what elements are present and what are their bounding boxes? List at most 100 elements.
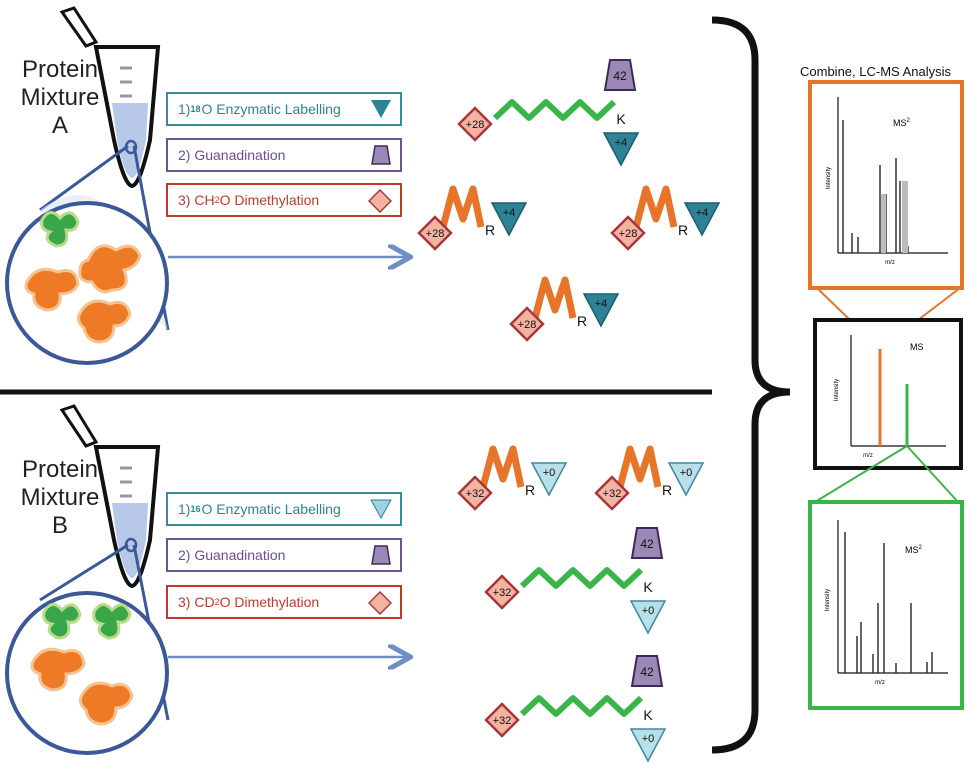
mixture-a-title: Protein Mixture A [10,56,110,140]
c-term-mass-label: +0 [543,467,556,479]
light-teal-triangle-icon [370,499,392,520]
c-term-mass-label: +4 [595,298,608,310]
tube-b-icon [59,404,161,589]
ms2-bottom-panel: Intensity m/z MS2 [808,500,964,710]
step-a3-sub: 2 [214,195,220,205]
ms2-bottom-label: MS2 [905,545,923,555]
n-term-mass-label: +32 [466,488,485,500]
salmon-diamond-icon [368,591,392,615]
c-term-triangle-icon [667,462,705,497]
ms2-top-panel: Intensity m/z MS2 [808,80,964,290]
c-term-mass-label: +0 [642,733,655,745]
n-term-diamond-icon [594,475,630,511]
r-peptide-chain [439,185,485,228]
tube-a-icon [59,6,161,189]
analysis-title: Combine, LC-MS Analysis [800,64,951,79]
ms-label: MS [910,342,924,352]
c-term-mass-label: +4 [503,207,516,219]
arginine-residue-label: R [577,313,587,329]
step-b-guanadination: 2) Guanadination [166,538,402,572]
n-term-mass-label: +32 [493,715,512,727]
c-term-mass-label: +0 [642,605,655,617]
c-term-triangle-icon [629,600,667,635]
step-a2-text: 2) Guanadination [178,147,286,163]
step-b3-post: O Dimethylation [219,594,320,610]
r-peptide: +28 R +4 [509,276,620,342]
arginine-residue-label: R [485,222,495,238]
combine-brace [711,16,791,754]
step-a-guanadination: 2) Guanadination [166,138,402,172]
step-a1-prefix: 1) [178,101,191,117]
n-term-mass-label: +28 [466,119,485,131]
n-term-mass-label: +28 [518,319,537,331]
c-term-triangle-icon [629,728,667,763]
r-peptide: +32 R +0 [457,445,568,511]
teal-triangle-icon [371,100,391,118]
mixture-b-title-line3: B [51,512,68,539]
ms2-top-label: MS2 [893,118,911,128]
mixture-a-title-line3: A [51,112,68,139]
ms2-bottom-xlabel: m/z [875,680,885,686]
k-peptide-chain [492,99,617,121]
c-term-mass-label: +4 [696,207,709,219]
step-a1-text: O Enzymatic Labelling [201,101,341,117]
c-term-triangle-icon [490,202,528,237]
n-term-diamond-icon [484,702,520,738]
c-term-triangle-icon [683,202,721,237]
k-peptide-chain [519,695,644,717]
r-peptide-chain [632,185,678,228]
ms-ylabel: Intensity [834,379,840,401]
n-term-mass-label: +28 [619,228,638,240]
ms-panel: Intensity m/z MS [813,318,963,470]
step-b1-prefix: 1) [178,501,191,517]
lysine-residue-label: K [643,707,653,723]
c-term-mass-label: +0 [680,467,693,479]
arginine-residue-label: R [678,222,688,238]
k-peptide-chain [519,567,644,589]
r-peptide: +28 R +4 [417,185,528,251]
arginine-residue-label: R [525,482,535,498]
n-term-diamond-icon [417,215,453,251]
ms2-bottom-ylabel: Intensity [825,589,831,611]
ms-xlabel: m/z [863,453,873,459]
c-term-triangle-icon [602,132,640,167]
step-a1-sup: 18 [190,104,201,114]
step-b3-sub: 2 [214,597,220,607]
r-peptide-chain [531,276,577,319]
lysine-residue-label: K [616,111,626,127]
c-term-mass-label: +4 [615,137,628,149]
guanidination-mass-label: 42 [640,665,654,679]
step-b2-text: 2) Guanadination [178,547,286,563]
step-b1-sup: 16 [190,504,201,514]
step-b3-pre: 3) CD [178,594,215,610]
n-term-mass-label: +28 [426,228,445,240]
mixture-b-title-line2: Mixture [20,484,100,511]
guanidination-trapezoid-icon [630,655,664,687]
n-term-diamond-icon [610,215,646,251]
guanidination-trapezoid-icon [603,59,637,91]
mixture-a-title-line2: Mixture [20,84,100,111]
mixture-b-title: Protein Mixture B [10,456,110,540]
mixture-b-title-line1: Protein [21,456,99,483]
ms2-top-ylabel: Intensity [826,167,832,189]
c-term-triangle-icon [582,293,620,328]
mixture-a-title-line1: Protein [21,56,99,83]
mixture-b-illustration [5,404,170,755]
mixture-a-illustration [5,6,170,365]
step-a3-post: O Dimethylation [219,192,320,208]
n-term-diamond-icon [484,574,520,610]
lysine-residue-label: K [643,579,653,595]
n-term-diamond-icon [457,475,493,511]
guanidination-trapezoid-icon [630,527,664,559]
n-term-diamond-icon [509,306,545,342]
r-peptide: +28 R +4 [610,185,721,251]
ms2-top-xlabel: m/z [885,260,895,266]
